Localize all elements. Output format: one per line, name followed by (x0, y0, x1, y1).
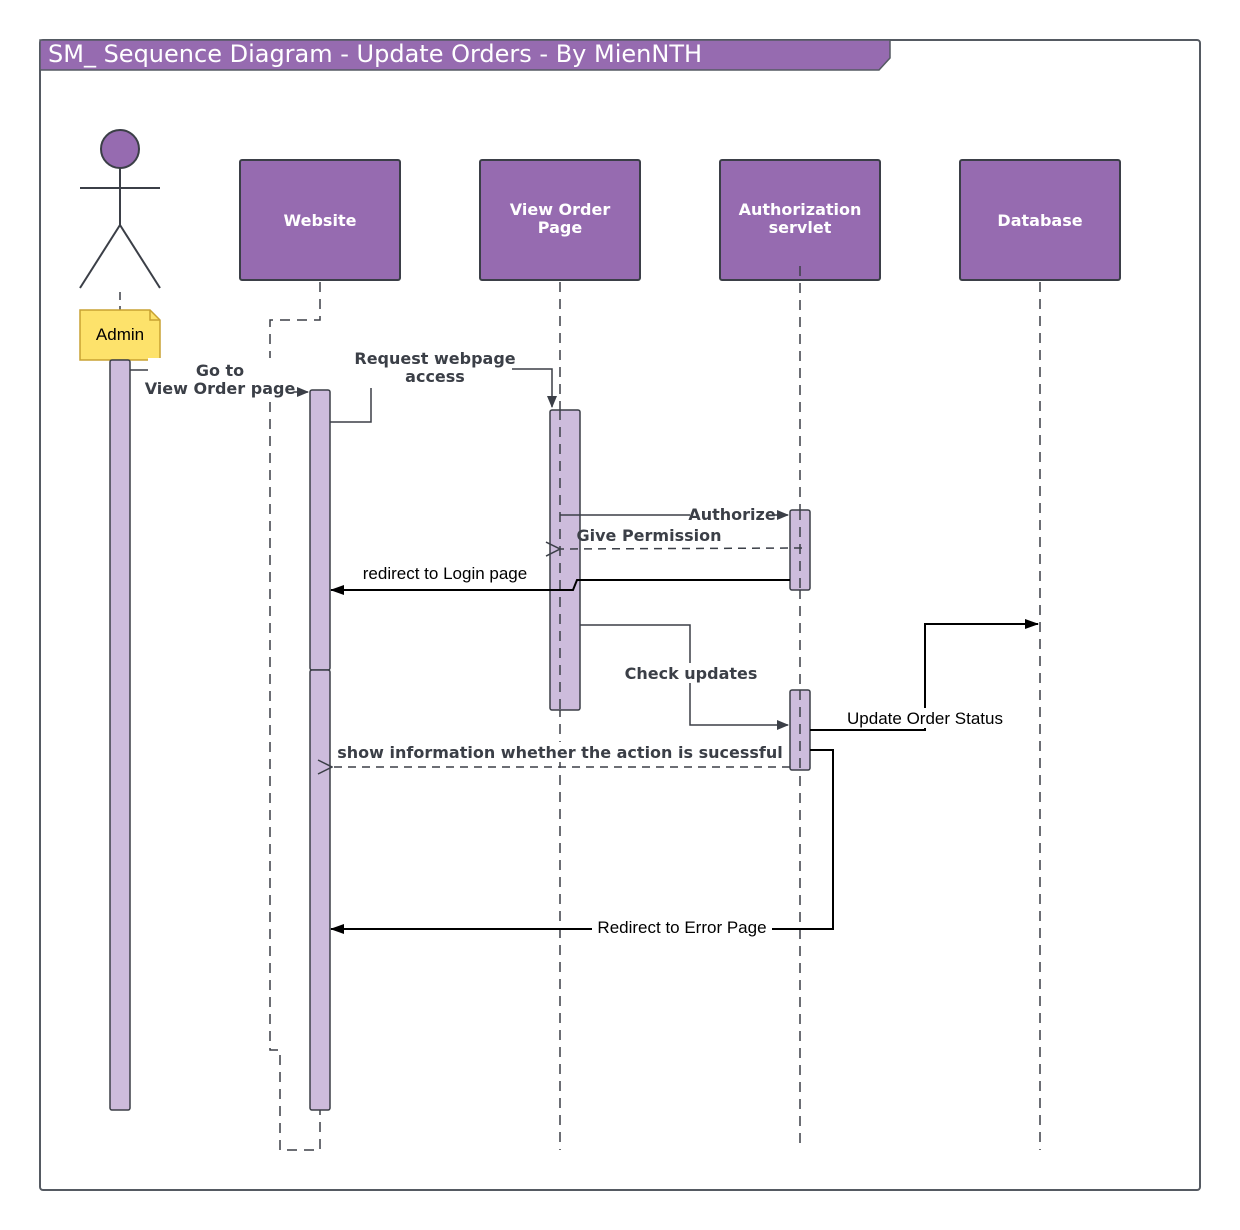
message-go-to-label-line1: Go to (196, 361, 244, 380)
admin-note-label: Admin (96, 325, 144, 344)
message-redirect-login (330, 579, 790, 595)
message-redirect-login-label: redirect to Login page (363, 564, 527, 583)
participant-authorization-servlet: Authorization servlet (719, 159, 881, 281)
message-go-to-label-line2: View Order page (145, 379, 296, 398)
actor-figure (79, 129, 161, 289)
message-authorize-label-bg (690, 505, 774, 523)
message-check-updates-label: Check updates (625, 664, 758, 683)
frame-title-tab (39, 39, 891, 71)
participant-database-label: Database (997, 211, 1082, 230)
message-request-label-line1: Request webpage (354, 349, 515, 368)
message-update-order-status-label: Update Order Status (847, 709, 1003, 728)
actor-activation (109, 359, 131, 1111)
message-authorize-label: Authorize (688, 505, 775, 524)
participant-view-order-page-label-line1: View Order (510, 200, 611, 219)
participant-database: Database (959, 159, 1121, 281)
message-check-updates-label-bg (628, 663, 754, 683)
message-redirect-error (330, 749, 834, 934)
actor-left-leg (79, 224, 121, 289)
message-give-permission (560, 548, 803, 549)
message-show-information-label-bg (350, 742, 770, 762)
participant-website: Website (239, 159, 401, 281)
participant-website-label: Website (284, 211, 357, 230)
participant-authorization-servlet-label-line1: Authorization (739, 200, 862, 219)
message-show-information-label: show information whether the action is s… (337, 743, 782, 762)
message-give-permission-label-bg (581, 526, 718, 544)
participant-view-order-page-label-line2: Page (538, 218, 583, 237)
actor-head (100, 129, 140, 169)
participant-authorization-servlet-label-line2: servlet (769, 218, 832, 237)
message-give-permission-label: Give Permission (576, 526, 721, 545)
actor-right-leg (119, 224, 161, 289)
message-request-label-bg (358, 346, 512, 388)
frame-title: SM_ Sequence Diagram - Update Orders - B… (48, 40, 702, 68)
view-order-page-activation (549, 409, 581, 711)
message-redirect-error-label: Redirect to Error Page (597, 918, 766, 937)
message-update-order-status-label-bg (842, 708, 1010, 728)
message-request-label-line2: access (405, 367, 465, 386)
participant-view-order-page: View Order Page (479, 159, 641, 281)
website-activation-lower (309, 669, 331, 1111)
message-redirect-error-label-bg (592, 917, 772, 937)
message-update-order-status (810, 619, 1039, 731)
message-go-to-label-bg (148, 358, 294, 400)
website-lifeline (269, 282, 321, 1151)
website-activation-upper (309, 389, 331, 671)
admin-note: Admin (79, 309, 161, 361)
